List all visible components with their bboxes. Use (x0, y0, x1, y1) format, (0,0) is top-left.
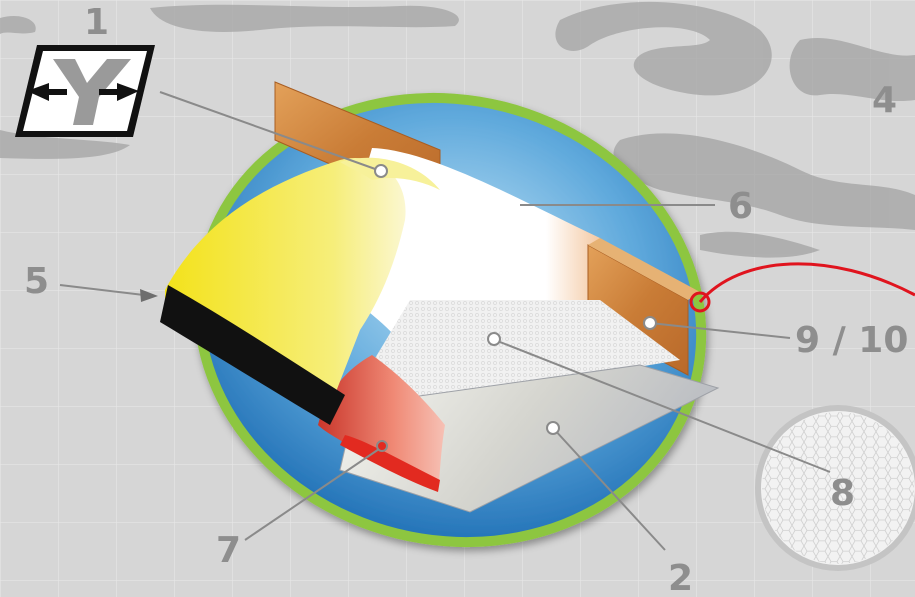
callout-5: 5 (24, 261, 49, 302)
callout-6: 6 (728, 186, 753, 227)
y-arrows-logo-icon (15, 45, 155, 137)
red-end-cap-rim (340, 435, 440, 492)
background-swirls (0, 1, 915, 258)
callout-7: 7 (216, 530, 241, 571)
red-cable (698, 262, 915, 303)
callout-8: 8 (830, 473, 855, 514)
callout-4: 4 (872, 80, 897, 121)
callout-1: 1 (84, 2, 109, 43)
mesh-detail-circle (755, 405, 915, 571)
red-end-cap (318, 355, 445, 488)
red-cable-end (689, 291, 711, 313)
arrowhead-6 (480, 200, 500, 216)
mesh-layer-texture (350, 300, 680, 400)
wood-board-front-top (588, 238, 700, 300)
leader-lines (59, 91, 831, 551)
callout-markers (374, 164, 657, 452)
black-edge (160, 285, 345, 425)
callout-2: 2 (668, 558, 693, 597)
arrowhead-5 (140, 289, 158, 302)
yellow-layer (165, 158, 406, 420)
callout-9-10: 9 / 10 (795, 320, 908, 361)
